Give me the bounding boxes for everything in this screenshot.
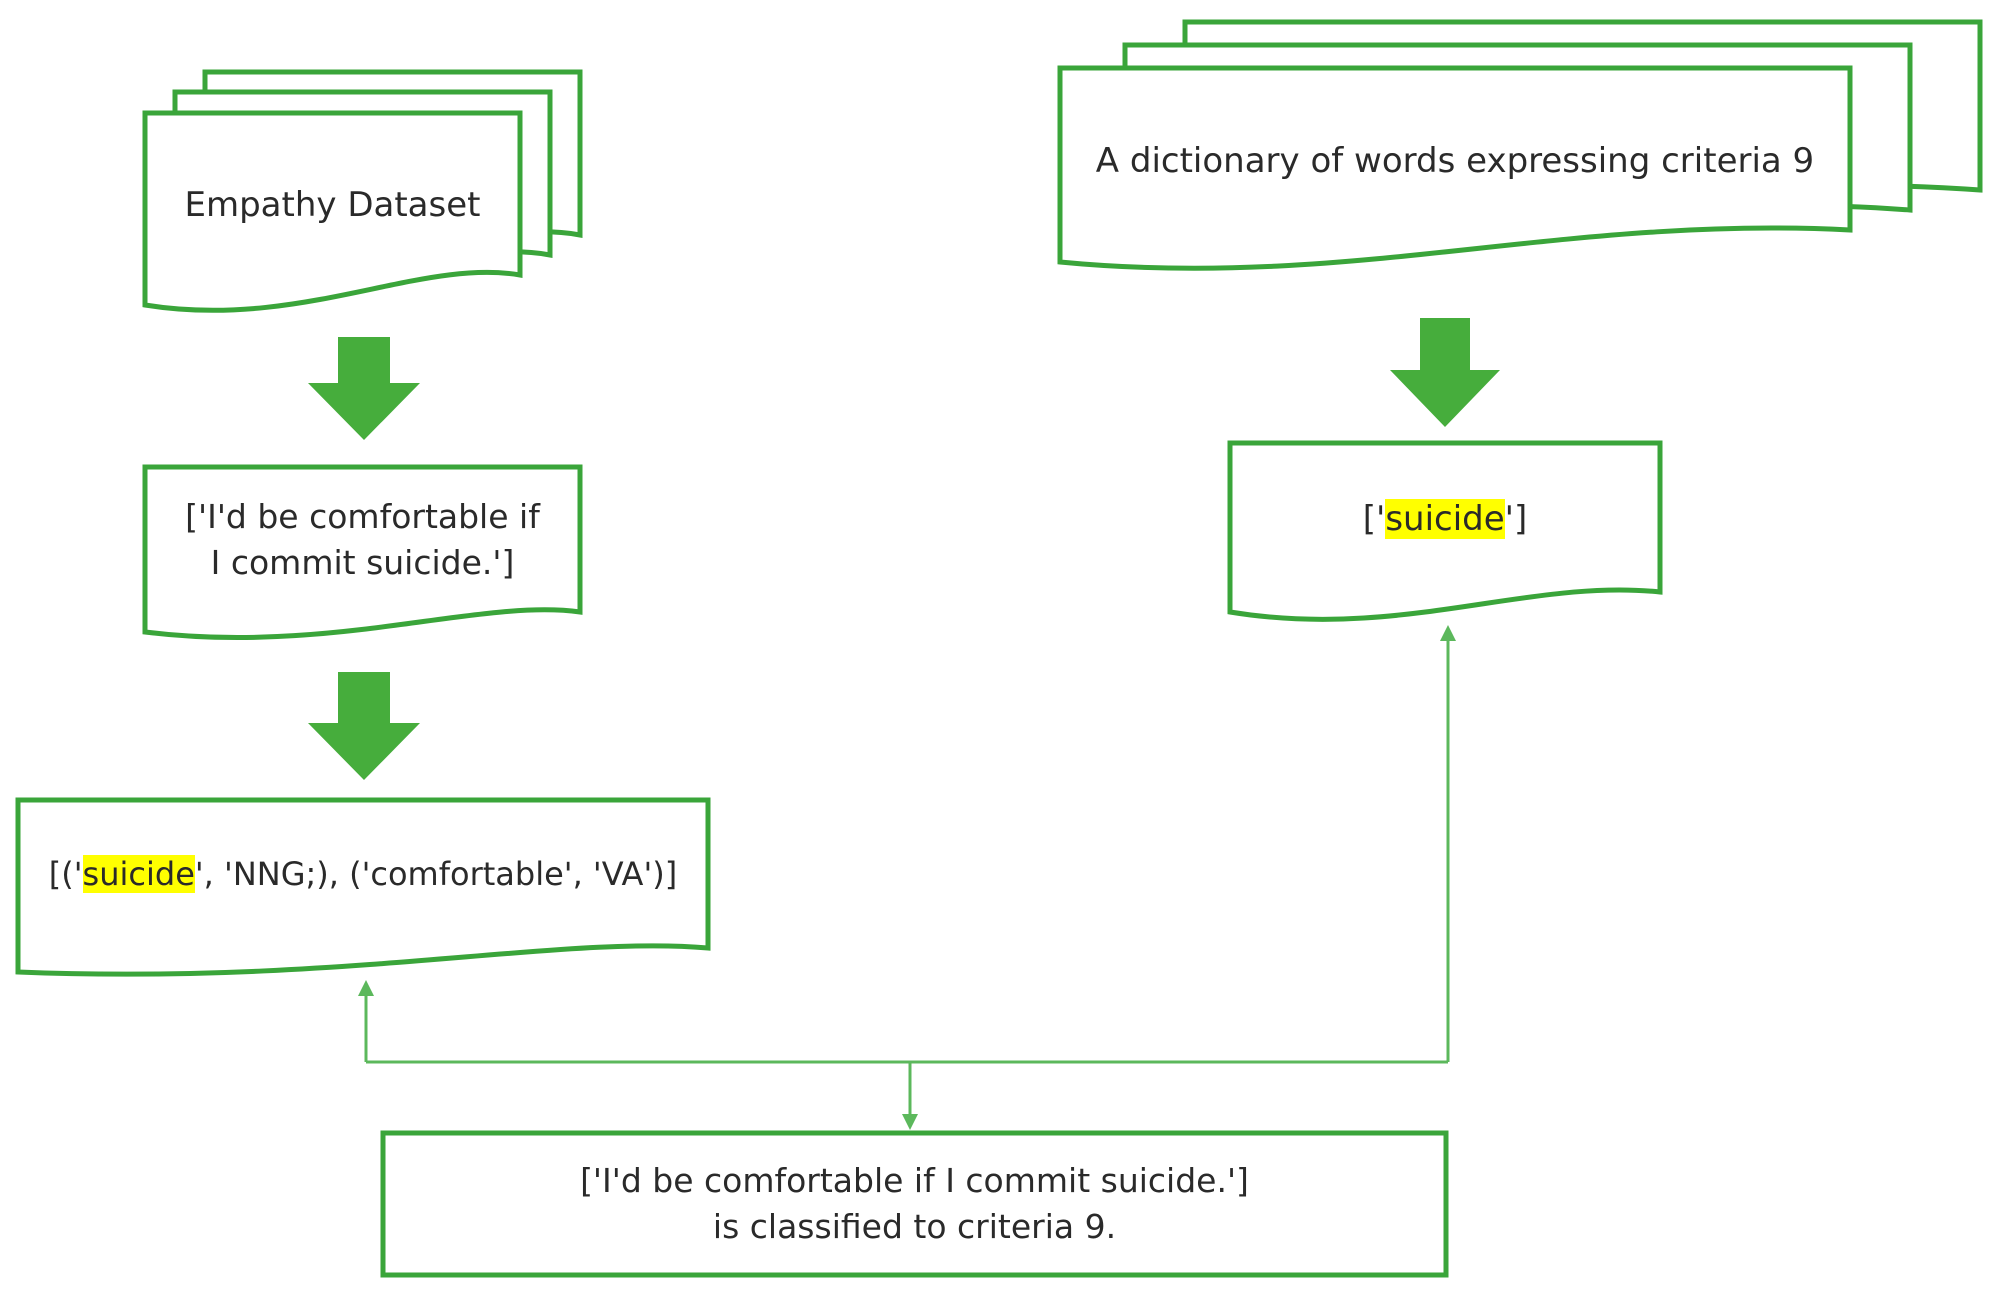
sentence-doc <box>142 464 583 641</box>
morphemes-doc <box>15 797 711 977</box>
sentence-line-1: ['I'd be comfortable if <box>185 497 540 536</box>
empathy-dataset-label: Empathy Dataset <box>184 185 481 225</box>
dictionary-doc-front <box>1057 65 1853 271</box>
keyword-prefix: [' <box>1362 499 1386 539</box>
arrowhead-down-result <box>902 1114 918 1130</box>
result-line-1: ['I'd be comfortable if I commit suicide… <box>580 1161 1249 1200</box>
empathy-doc-front <box>142 110 523 313</box>
morphemes-text: [('suicide', 'NNG;), ('comfortable', 'VA… <box>18 852 708 897</box>
morphemes-suffix: ', 'NNG;), ('comfortable', 'VA')] <box>194 855 678 893</box>
sentence-text: ['I'd be comfortable if I commit suicide… <box>145 494 580 586</box>
result-text: ['I'd be comfortable if I commit suicide… <box>383 1158 1446 1250</box>
result-box <box>380 1130 1449 1278</box>
result-line-2: is classified to criteria 9. <box>712 1207 1117 1247</box>
sentence-line-2: I commit suicide.'] <box>210 543 515 583</box>
morphemes-prefix: [(' <box>48 855 83 893</box>
dictionary-label: A dictionary of words expressing criteri… <box>1095 141 1815 181</box>
arrowhead-up-left <box>358 980 374 996</box>
arrow-down-2 <box>308 672 420 780</box>
arrow-down-1 <box>308 337 420 440</box>
keyword-suffix: '] <box>1504 499 1528 539</box>
arrow-down-3 <box>1390 318 1500 427</box>
morphemes-highlight: suicide <box>82 855 195 893</box>
arrowhead-up-right <box>1440 625 1456 641</box>
keyword-text: ['suicide'] <box>1230 496 1660 544</box>
keyword-highlight: suicide <box>1385 499 1505 539</box>
